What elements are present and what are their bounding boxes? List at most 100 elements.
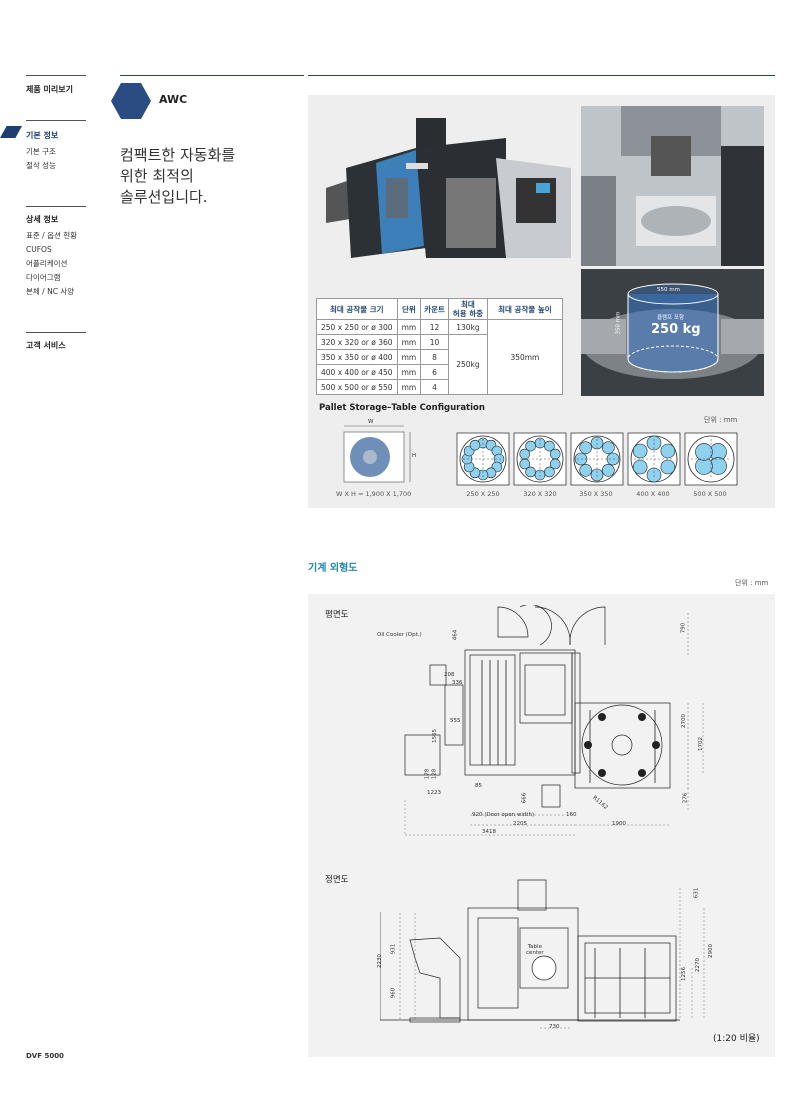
- w-label: W: [368, 419, 374, 425]
- dim-2205: 2205: [513, 821, 527, 827]
- dim-2900: 2900: [708, 944, 714, 958]
- pallet-config-icon: [570, 432, 624, 486]
- cell-size: 320 x 320 or ø 360: [316, 334, 398, 350]
- cell-unit: mm: [396, 349, 422, 365]
- dim-oil-cooler: Oil Cooler (Opt.): [377, 632, 422, 638]
- pallet-slot: [660, 459, 676, 475]
- front-title: 정면도: [325, 875, 349, 885]
- pallet-slot: [525, 440, 536, 452]
- config-label: 400 X 400: [636, 490, 670, 498]
- overlay-weight-label: 클램프 포함: [657, 315, 685, 321]
- sidebar-detail-title[interactable]: 상세 정보: [26, 215, 59, 224]
- pallet-config-icon: [627, 432, 681, 486]
- overlay-diameter: 550 mm: [657, 287, 680, 293]
- sidebar-item-options[interactable]: 표준 / 옵션 현황: [26, 231, 78, 240]
- sidebar-divider: [26, 206, 86, 207]
- config-label: 320 X 320: [523, 490, 557, 498]
- sidebar-item-nc-spec[interactable]: 본체 / NC 사양: [26, 287, 75, 296]
- pallet-slot: [660, 443, 676, 459]
- pallet-configs: [456, 432, 738, 486]
- table-row: 320 x 320 or ø 360 mm 10 250kg: [316, 334, 563, 395]
- header-load: 최대 허용 하중: [447, 298, 488, 320]
- header-count: 카운트: [420, 298, 449, 320]
- pallet-slot: [549, 448, 561, 460]
- sidebar-item-diagram[interactable]: 다이어그램: [26, 273, 61, 282]
- header-unit: 단위: [396, 298, 422, 320]
- table-row: 400 x 400 or ø 450 mm 6: [316, 364, 563, 380]
- dim-1223: 1223: [427, 790, 441, 796]
- sidebar-divider: [26, 120, 86, 121]
- sidebar-preview[interactable]: 제품 미리보기: [26, 85, 73, 94]
- dim-555: 555: [450, 718, 461, 724]
- dim-336: 336: [452, 680, 463, 686]
- drawing-unit: 단위 : mm: [735, 579, 769, 587]
- cell-unit: mm: [396, 334, 422, 350]
- plan-title: 평면도: [325, 610, 349, 620]
- cell-count: 6: [420, 364, 449, 380]
- sidebar-basic-title[interactable]: 기본 정보: [26, 131, 59, 140]
- pallet-slot: [579, 441, 592, 454]
- sidebar-item-cufos[interactable]: CUFOS: [26, 245, 52, 254]
- sidebar-divider: [26, 332, 86, 333]
- dim-1900: 1900: [612, 821, 626, 827]
- intro-line: 컴팩트한 자동화를: [120, 146, 236, 164]
- active-section-marker: [0, 126, 22, 138]
- dim-3418: 3418: [482, 829, 496, 835]
- pallet-slot: [579, 464, 592, 477]
- table-center-label: Table center: [526, 944, 544, 956]
- hexagon-icon: [111, 83, 151, 119]
- pallet-photo: [581, 269, 764, 396]
- cell-size: 500 x 500 or ø 550: [316, 379, 398, 395]
- cell-count: 10: [420, 334, 449, 350]
- pallet-slot: [549, 458, 561, 470]
- pallet-title: Pallet Storage–Table Configuration: [319, 403, 485, 413]
- cell-size: 400 x 400 or ø 450: [316, 364, 398, 380]
- header-rule: [120, 75, 304, 76]
- cell-unit: mm: [396, 319, 422, 335]
- pallet-slot: [469, 439, 481, 451]
- pallet-slot: [602, 464, 615, 477]
- drawing-section-title: 기계 외형도: [308, 563, 358, 574]
- dim-1702: 1702: [698, 737, 704, 751]
- scale-label: (1:20 비율): [713, 1034, 760, 1044]
- dim-128: 128: [431, 768, 438, 780]
- table-row: 250 x 250 or ø 300 mm 12 130kg 350mm: [316, 319, 563, 395]
- pallet-slot: [519, 458, 531, 470]
- dim-960: 960: [390, 987, 397, 999]
- overlay-weight: 250 kg: [651, 322, 701, 337]
- dim-790: 790: [680, 622, 687, 634]
- intro-line: 솔루션입니다.: [120, 188, 208, 206]
- pallet-slot: [632, 443, 648, 459]
- cell-count: 12: [420, 319, 449, 335]
- dim-208: 208: [444, 672, 455, 678]
- dim-631: 631: [693, 887, 700, 899]
- pallet-config-icon: [513, 432, 567, 486]
- cell-height: 350mm: [486, 319, 563, 395]
- pallet-slot: [544, 466, 555, 478]
- storage-diagram: [343, 425, 411, 483]
- table-row: 350 x 350 or ø 400 mm 8: [316, 349, 563, 365]
- sidebar-service[interactable]: 고객 서비스: [26, 341, 66, 350]
- front-view-drawing: [380, 879, 705, 1029]
- config-label: 350 X 350: [579, 490, 613, 498]
- pallet-unit: 단위 : mm: [704, 416, 738, 424]
- dim-666: 666: [521, 792, 528, 804]
- storage-size-caption: W X H = 1,900 X 1,700: [336, 490, 412, 498]
- h-label: H: [412, 453, 417, 459]
- cell-unit: mm: [396, 364, 422, 380]
- cell-load: 250kg: [447, 334, 488, 395]
- sidebar-item-application[interactable]: 어플리케이션: [26, 259, 68, 268]
- dim-1256: 1256: [681, 967, 687, 981]
- sidebar-item-basic-structure[interactable]: 기본 구조: [26, 147, 56, 156]
- dim-160: 160: [566, 812, 577, 818]
- dim-2700: 2700: [681, 714, 687, 728]
- cell-unit: mm: [396, 379, 422, 395]
- machine-photo: [316, 108, 578, 278]
- sidebar-item-cutting-performance[interactable]: 절삭 성능: [26, 161, 56, 170]
- dim-464: 464: [452, 629, 459, 641]
- header-rule: [308, 75, 775, 76]
- cell-size: 250 x 250 or ø 300: [316, 319, 398, 335]
- cell-size: 350 x 350 or ø 400: [316, 349, 398, 365]
- pallet-slot: [602, 441, 615, 454]
- pallet-slot: [695, 443, 713, 461]
